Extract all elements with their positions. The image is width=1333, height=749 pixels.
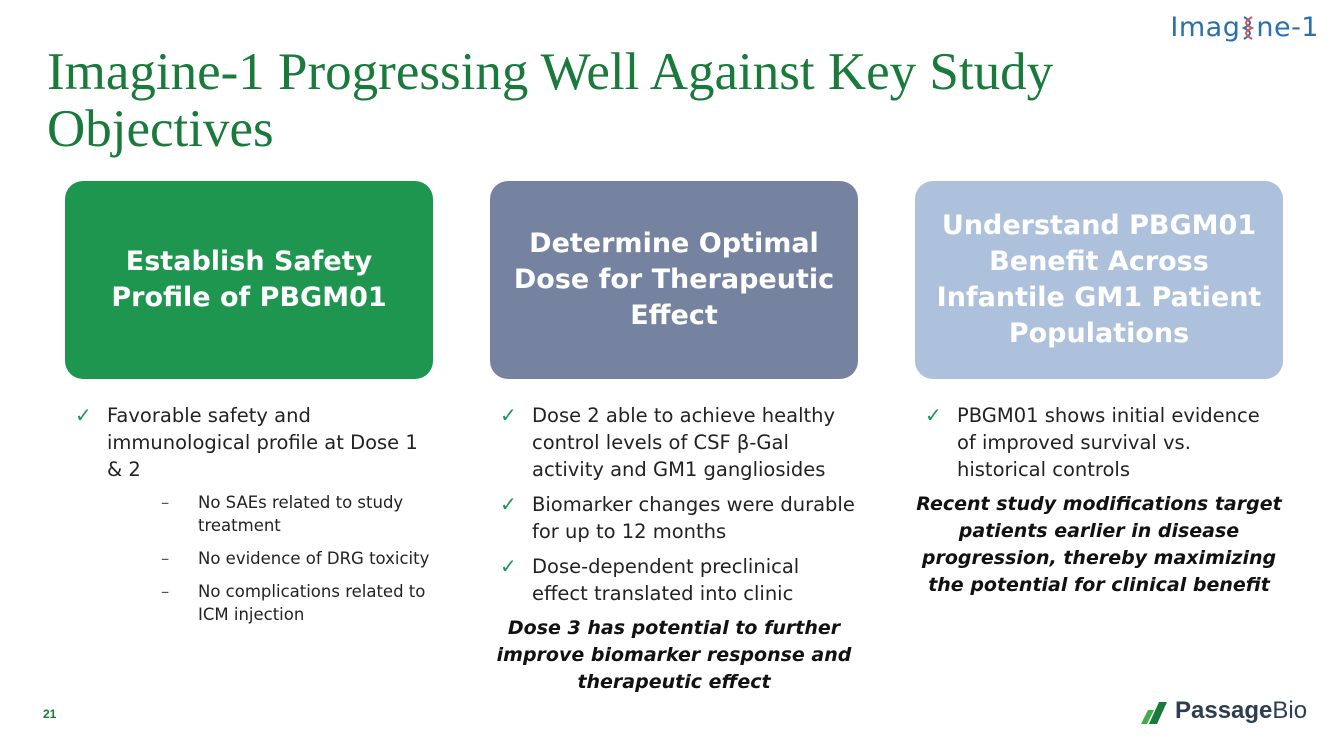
bullet-text: Dose 2 able to achieve healthy control l… — [532, 404, 836, 481]
bullet-item: ✓ Biomarker changes were durable for up … — [490, 491, 858, 545]
objective-column-safety: ✓ Favorable safety and immunological pro… — [65, 402, 433, 636]
check-icon: ✓ — [500, 492, 517, 516]
check-icon: ✓ — [500, 554, 517, 578]
bullet-item: ✓ Favorable safety and immunological pro… — [65, 402, 433, 626]
bullet-item: ✓ Dose 2 able to achieve healthy control… — [490, 402, 858, 483]
brand-name-light: Bio — [1272, 697, 1308, 724]
imagine-logo-text-end: ne-1 — [1256, 12, 1319, 43]
bullet-text: Biomarker changes were durable for up to… — [532, 493, 855, 543]
sub-bullet-text: No evidence of DRG toxicity — [198, 549, 430, 568]
sub-bullet-text: No SAEs related to study treatment — [198, 493, 404, 535]
brand-name-bold: Passage — [1175, 697, 1273, 724]
slide-title: Imagine-1 Progressing Well Against Key S… — [47, 43, 1054, 158]
emphasis-note: Dose 3 has potential to further improve … — [496, 617, 852, 693]
sub-bullet-item: – No evidence of DRG toxicity — [107, 547, 433, 570]
check-icon: ✓ — [925, 403, 942, 427]
objective-column-dose: ✓ Dose 2 able to achieve healthy control… — [490, 402, 858, 696]
sub-bullet-item: – No complications related to ICM inject… — [107, 580, 433, 626]
objective-heading: Establish Safety Profile of PBGM01 — [111, 246, 387, 313]
imagine-1-logo: Imag ne-1 — [1170, 12, 1319, 43]
page-number: 21 — [43, 707, 57, 721]
objective-box-safety: Establish Safety Profile of PBGM01 — [65, 181, 433, 379]
sub-bullet-list: – No SAEs related to study treatment – N… — [107, 491, 433, 626]
objective-heading: Determine Optimal Dose for Therapeutic E… — [513, 228, 835, 331]
bullet-text: Favorable safety and immunological profi… — [107, 404, 418, 481]
check-icon: ✓ — [75, 403, 92, 427]
objective-column-benefit: ✓ PBGM01 shows initial evidence of impro… — [915, 402, 1283, 599]
dash-icon: – — [161, 493, 170, 512]
bullet-text: PBGM01 shows initial evidence of improve… — [957, 404, 1260, 481]
check-icon: ✓ — [500, 403, 517, 427]
dash-icon: – — [161, 549, 170, 568]
imagine-logo-text-start: Imag — [1170, 12, 1241, 43]
bullet-item: ✓ Dose-dependent preclinical effect tran… — [490, 553, 858, 607]
emphasis-note: Recent study modifications target patien… — [916, 493, 1282, 596]
sub-bullet-item: – No SAEs related to study treatment — [107, 491, 433, 537]
dna-icon — [1242, 16, 1255, 40]
objective-box-dose: Determine Optimal Dose for Therapeutic E… — [490, 181, 858, 379]
objective-heading: Understand PBGM01 Benefit Across Infanti… — [936, 210, 1262, 349]
passage-bio-mark-icon — [1141, 702, 1167, 724]
bullet-text: Dose-dependent preclinical effect transl… — [532, 555, 800, 605]
dash-icon: – — [161, 582, 170, 601]
objective-box-benefit: Understand PBGM01 Benefit Across Infanti… — [915, 181, 1283, 379]
bullet-item: ✓ PBGM01 shows initial evidence of impro… — [915, 402, 1283, 483]
sub-bullet-text: No complications related to ICM injectio… — [198, 582, 426, 624]
